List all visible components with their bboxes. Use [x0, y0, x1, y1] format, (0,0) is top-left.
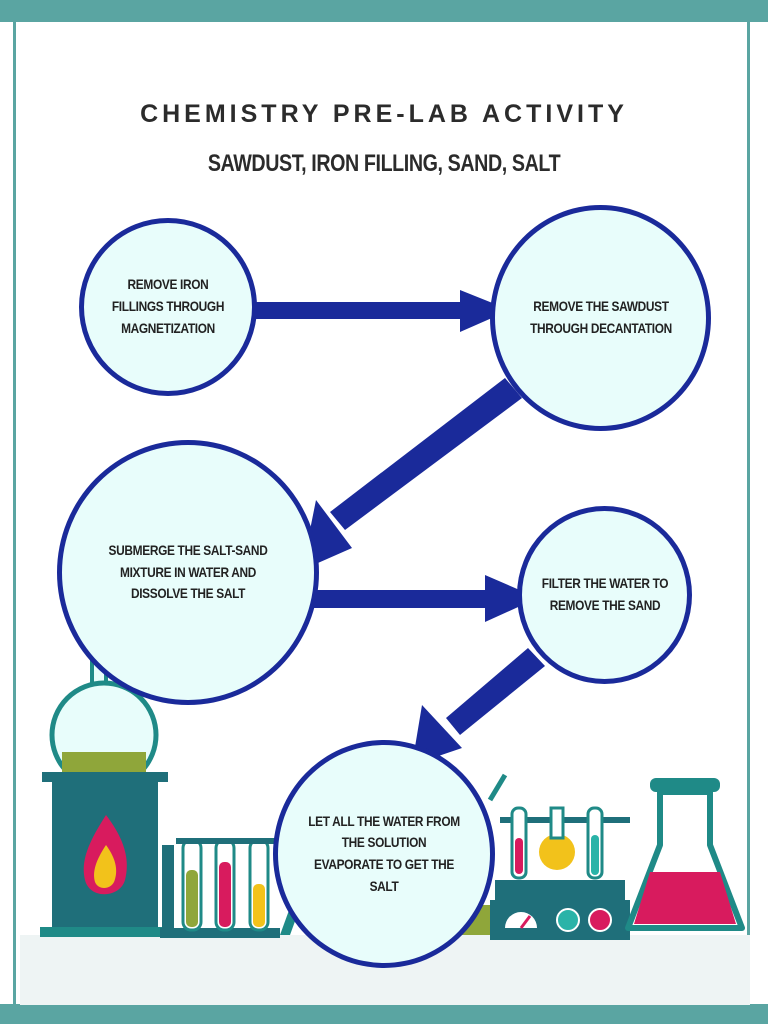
step-2-text: REMOVE THE SAWDUST THROUGH DECANTATION — [529, 298, 672, 336]
step-1-circle: REMOVE IRON FILLINGS THROUGH MAGNETIZATI… — [79, 218, 257, 396]
step-5-circle: LET ALL THE WATER FROM THE SOLUTION EVAP… — [273, 740, 495, 968]
arrow-step1-to-step2 — [252, 290, 510, 332]
step-1-text: REMOVE IRON FILLINGS THROUGH MAGNETIZATI… — [111, 276, 225, 336]
top-border — [0, 0, 768, 22]
arrow-step4-to-step5 — [412, 648, 545, 765]
step-3-text: SUBMERGE THE SALT-SAND MIXTURE IN WATER … — [108, 541, 268, 602]
step-5-text: LET ALL THE WATER FROM THE SOLUTION EVAP… — [308, 812, 460, 894]
arrow-step3-to-step4 — [312, 575, 538, 622]
magnetic-stirrer-icon — [490, 806, 630, 940]
step-4-circle: FILTER THE WATER TO REMOVE THE SAND — [517, 506, 692, 684]
step-3-circle: SUBMERGE THE SALT-SAND MIXTURE IN WATER … — [57, 440, 319, 705]
test-tube-rack-icon — [160, 838, 280, 938]
side-border — [13, 22, 750, 1004]
bottom-border — [0, 1004, 768, 1024]
erlenmeyer-flask-icon — [625, 778, 745, 931]
page-subtitle: SAWDUST, IRON FILLING, SAND, SALT — [207, 150, 561, 177]
step-4-text: FILTER THE WATER TO REMOVE THE SAND — [541, 575, 668, 613]
step-2-circle: REMOVE THE SAWDUST THROUGH DECANTATION — [490, 205, 711, 431]
page-title: CHEMISTRY PRE-LAB ACTIVITY — [140, 100, 628, 128]
arrow-step2-to-step3 — [302, 378, 522, 570]
